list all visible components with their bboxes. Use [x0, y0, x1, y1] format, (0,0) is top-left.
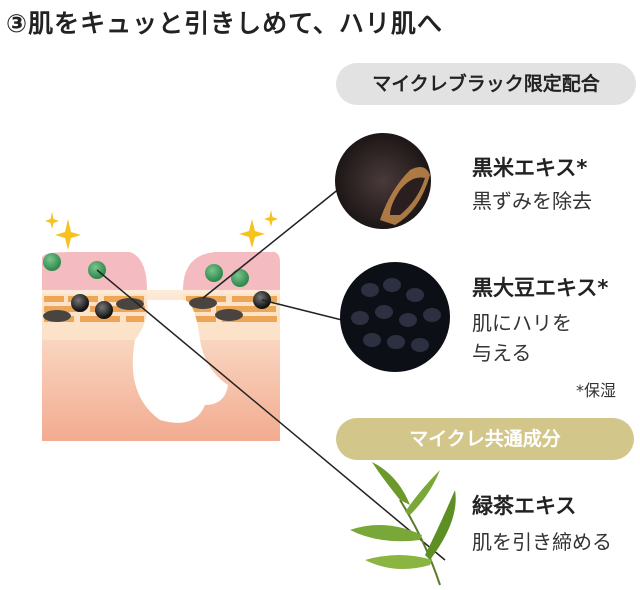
ingredient-name-green-tea: 緑茶エキス	[472, 494, 577, 518]
section-title: ③肌をキュッと引きしめて、ハリ肌へ	[6, 9, 443, 38]
black-soybean-photo	[340, 262, 450, 372]
footnote: *保湿	[576, 381, 617, 400]
ingredient-effect-green-tea: 肌を引き締める	[472, 530, 612, 554]
ingredient-name-black-rice: 黒米エキス*	[472, 156, 588, 180]
badge-common: マイクレ共通成分	[336, 418, 634, 460]
ingredient-name-black-soybean: 黒大豆エキス*	[472, 276, 609, 300]
green-tea-leaf-photo	[350, 462, 456, 586]
ingredient-effect-black-soybean-1: 肌にハリを	[472, 311, 572, 335]
leader-lines	[96, 187, 446, 561]
sparkle-icons	[45, 210, 278, 250]
ingredient-effect-black-soybean-2: 与える	[472, 341, 532, 365]
badge-black-limited: マイクレブラック限定配合	[336, 63, 636, 105]
black-rice-photo	[335, 133, 431, 229]
melanin-particles	[43, 291, 271, 322]
ingredient-effect-black-rice: 黒ずみを除去	[472, 189, 592, 213]
